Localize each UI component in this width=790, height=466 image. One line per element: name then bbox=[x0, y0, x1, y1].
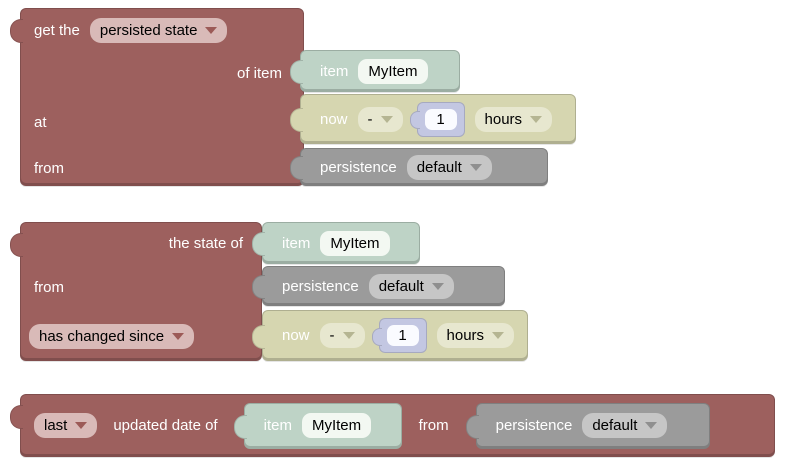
block-datetime-now[interactable]: now - 1 hours bbox=[290, 94, 576, 144]
amount-field[interactable]: 1 bbox=[386, 325, 419, 346]
of-item-label: of item bbox=[236, 64, 282, 82]
puzzle-tab bbox=[371, 327, 382, 346]
chevron-down-icon bbox=[492, 332, 505, 339]
unit-dropdown[interactable]: hours bbox=[474, 106, 553, 132]
puzzle-tab bbox=[465, 414, 479, 439]
unit-dropdown[interactable]: hours bbox=[436, 323, 515, 348]
unit-dropdown-value: hours bbox=[446, 327, 485, 344]
puzzle-tab bbox=[233, 414, 247, 439]
puzzle-tab bbox=[290, 108, 303, 132]
service-dropdown-value: default bbox=[416, 158, 462, 176]
now-label: now bbox=[282, 327, 310, 344]
item-label: item bbox=[282, 234, 311, 252]
from-label: from bbox=[34, 278, 64, 296]
block-last-updated-date[interactable]: last updated date of item MyItem from pe… bbox=[10, 394, 775, 457]
persisted-state-dropdown-value: persisted state bbox=[99, 21, 198, 39]
item-name-field[interactable]: MyItem bbox=[301, 413, 372, 438]
block-number-value[interactable]: 1 bbox=[371, 318, 427, 353]
block-item[interactable]: item MyItem bbox=[233, 402, 402, 449]
service-dropdown-value: default bbox=[592, 417, 638, 434]
puzzle-tab bbox=[252, 275, 265, 299]
amount-field[interactable]: 1 bbox=[424, 108, 457, 130]
block-number-value[interactable]: 1 bbox=[409, 101, 465, 137]
block-persistence-service[interactable]: persistence default bbox=[290, 148, 548, 186]
chevron-down-icon bbox=[431, 282, 444, 290]
block-persistence-service[interactable]: persistence default bbox=[252, 266, 505, 306]
chevron-down-icon bbox=[172, 333, 185, 340]
puzzle-tab bbox=[290, 60, 303, 84]
which-dropdown[interactable]: last bbox=[34, 413, 98, 438]
block-item[interactable]: item MyItem bbox=[252, 222, 420, 264]
item-label: item bbox=[263, 417, 292, 434]
from-label: from bbox=[34, 159, 64, 177]
item-name-field[interactable]: MyItem bbox=[358, 58, 428, 84]
chevron-down-icon bbox=[75, 422, 88, 429]
persistence-label: persistence bbox=[282, 277, 359, 295]
chevron-down-icon bbox=[342, 332, 355, 339]
service-dropdown[interactable]: default bbox=[582, 413, 668, 438]
puzzle-tab bbox=[252, 232, 265, 256]
from-label: from bbox=[418, 417, 449, 434]
state-of-label: the state of bbox=[168, 234, 243, 252]
block-get-persisted-state[interactable]: get the persisted state of item at from bbox=[10, 8, 304, 186]
block-state-has-changed[interactable]: the state of from has changed since bbox=[10, 222, 262, 361]
updated-date-of-label: updated date of bbox=[113, 417, 218, 434]
condition-dropdown-value: has changed since bbox=[39, 328, 165, 345]
chevron-down-icon bbox=[205, 26, 218, 34]
item-name-field[interactable]: MyItem bbox=[320, 230, 390, 256]
chevron-down-icon bbox=[469, 163, 482, 171]
persisted-state-dropdown[interactable]: persisted state bbox=[89, 17, 228, 43]
chevron-down-icon bbox=[380, 115, 393, 123]
operator-dropdown-value: - bbox=[329, 327, 335, 344]
operator-dropdown[interactable]: - bbox=[319, 323, 365, 348]
now-label: now bbox=[320, 110, 348, 128]
puzzle-tab bbox=[10, 405, 23, 429]
operator-dropdown-value: - bbox=[367, 110, 373, 128]
condition-dropdown[interactable]: has changed since bbox=[29, 324, 195, 349]
block-persistence-service[interactable]: persistence default bbox=[465, 402, 710, 449]
puzzle-tab bbox=[252, 324, 265, 349]
unit-dropdown-value: hours bbox=[484, 110, 523, 128]
persistence-label: persistence bbox=[320, 158, 397, 176]
chevron-down-icon bbox=[530, 115, 543, 123]
at-label: at bbox=[34, 113, 47, 131]
block-datetime-now[interactable]: now - 1 hours bbox=[252, 310, 528, 361]
chevron-down-icon bbox=[645, 422, 658, 429]
get-the-label: get the bbox=[34, 21, 80, 39]
service-dropdown[interactable]: default bbox=[368, 273, 454, 299]
item-label: item bbox=[320, 62, 349, 80]
service-dropdown[interactable]: default bbox=[406, 154, 492, 180]
puzzle-tab bbox=[409, 111, 420, 129]
block-item[interactable]: item MyItem bbox=[290, 50, 460, 92]
operator-dropdown[interactable]: - bbox=[357, 106, 403, 132]
persistence-label: persistence bbox=[495, 417, 573, 434]
which-dropdown-value: last bbox=[44, 417, 68, 434]
puzzle-tab bbox=[290, 156, 303, 180]
service-dropdown-value: default bbox=[378, 277, 424, 295]
